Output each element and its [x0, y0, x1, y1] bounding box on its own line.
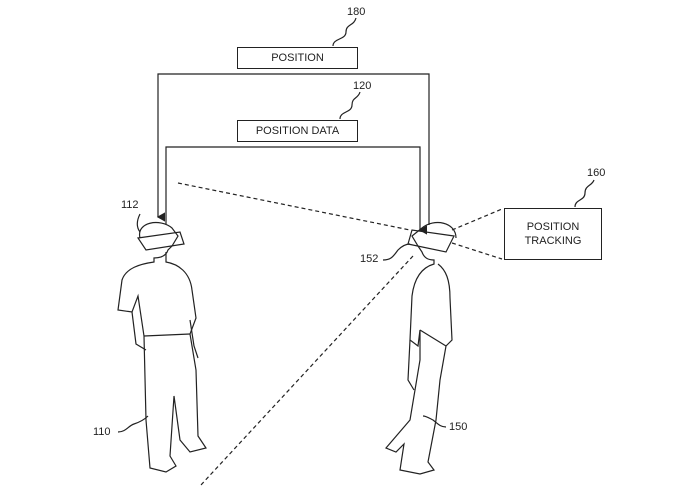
position-connector	[156, 73, 430, 225]
position-tracking-box: POSITION TRACKING	[504, 208, 602, 260]
ref-180: 180	[347, 6, 366, 18]
position-data-connector	[165, 146, 428, 235]
ref-160: 160	[587, 167, 606, 179]
person-110	[117, 221, 207, 473]
ref-120: 120	[353, 80, 372, 92]
ref-112: 112	[121, 199, 139, 211]
person-150	[384, 221, 457, 475]
dashed-lines	[177, 182, 503, 487]
position-data-box: POSITION DATA	[237, 120, 358, 142]
ref-110: 110	[93, 426, 111, 438]
position-tracking-line2: TRACKING	[524, 235, 582, 247]
leader-lines	[117, 17, 595, 433]
ref-152: 152	[360, 253, 379, 265]
ref-150: 150	[449, 421, 468, 433]
position-box: POSITION	[237, 47, 358, 69]
position-tracking-line1: POSITION	[526, 221, 580, 233]
